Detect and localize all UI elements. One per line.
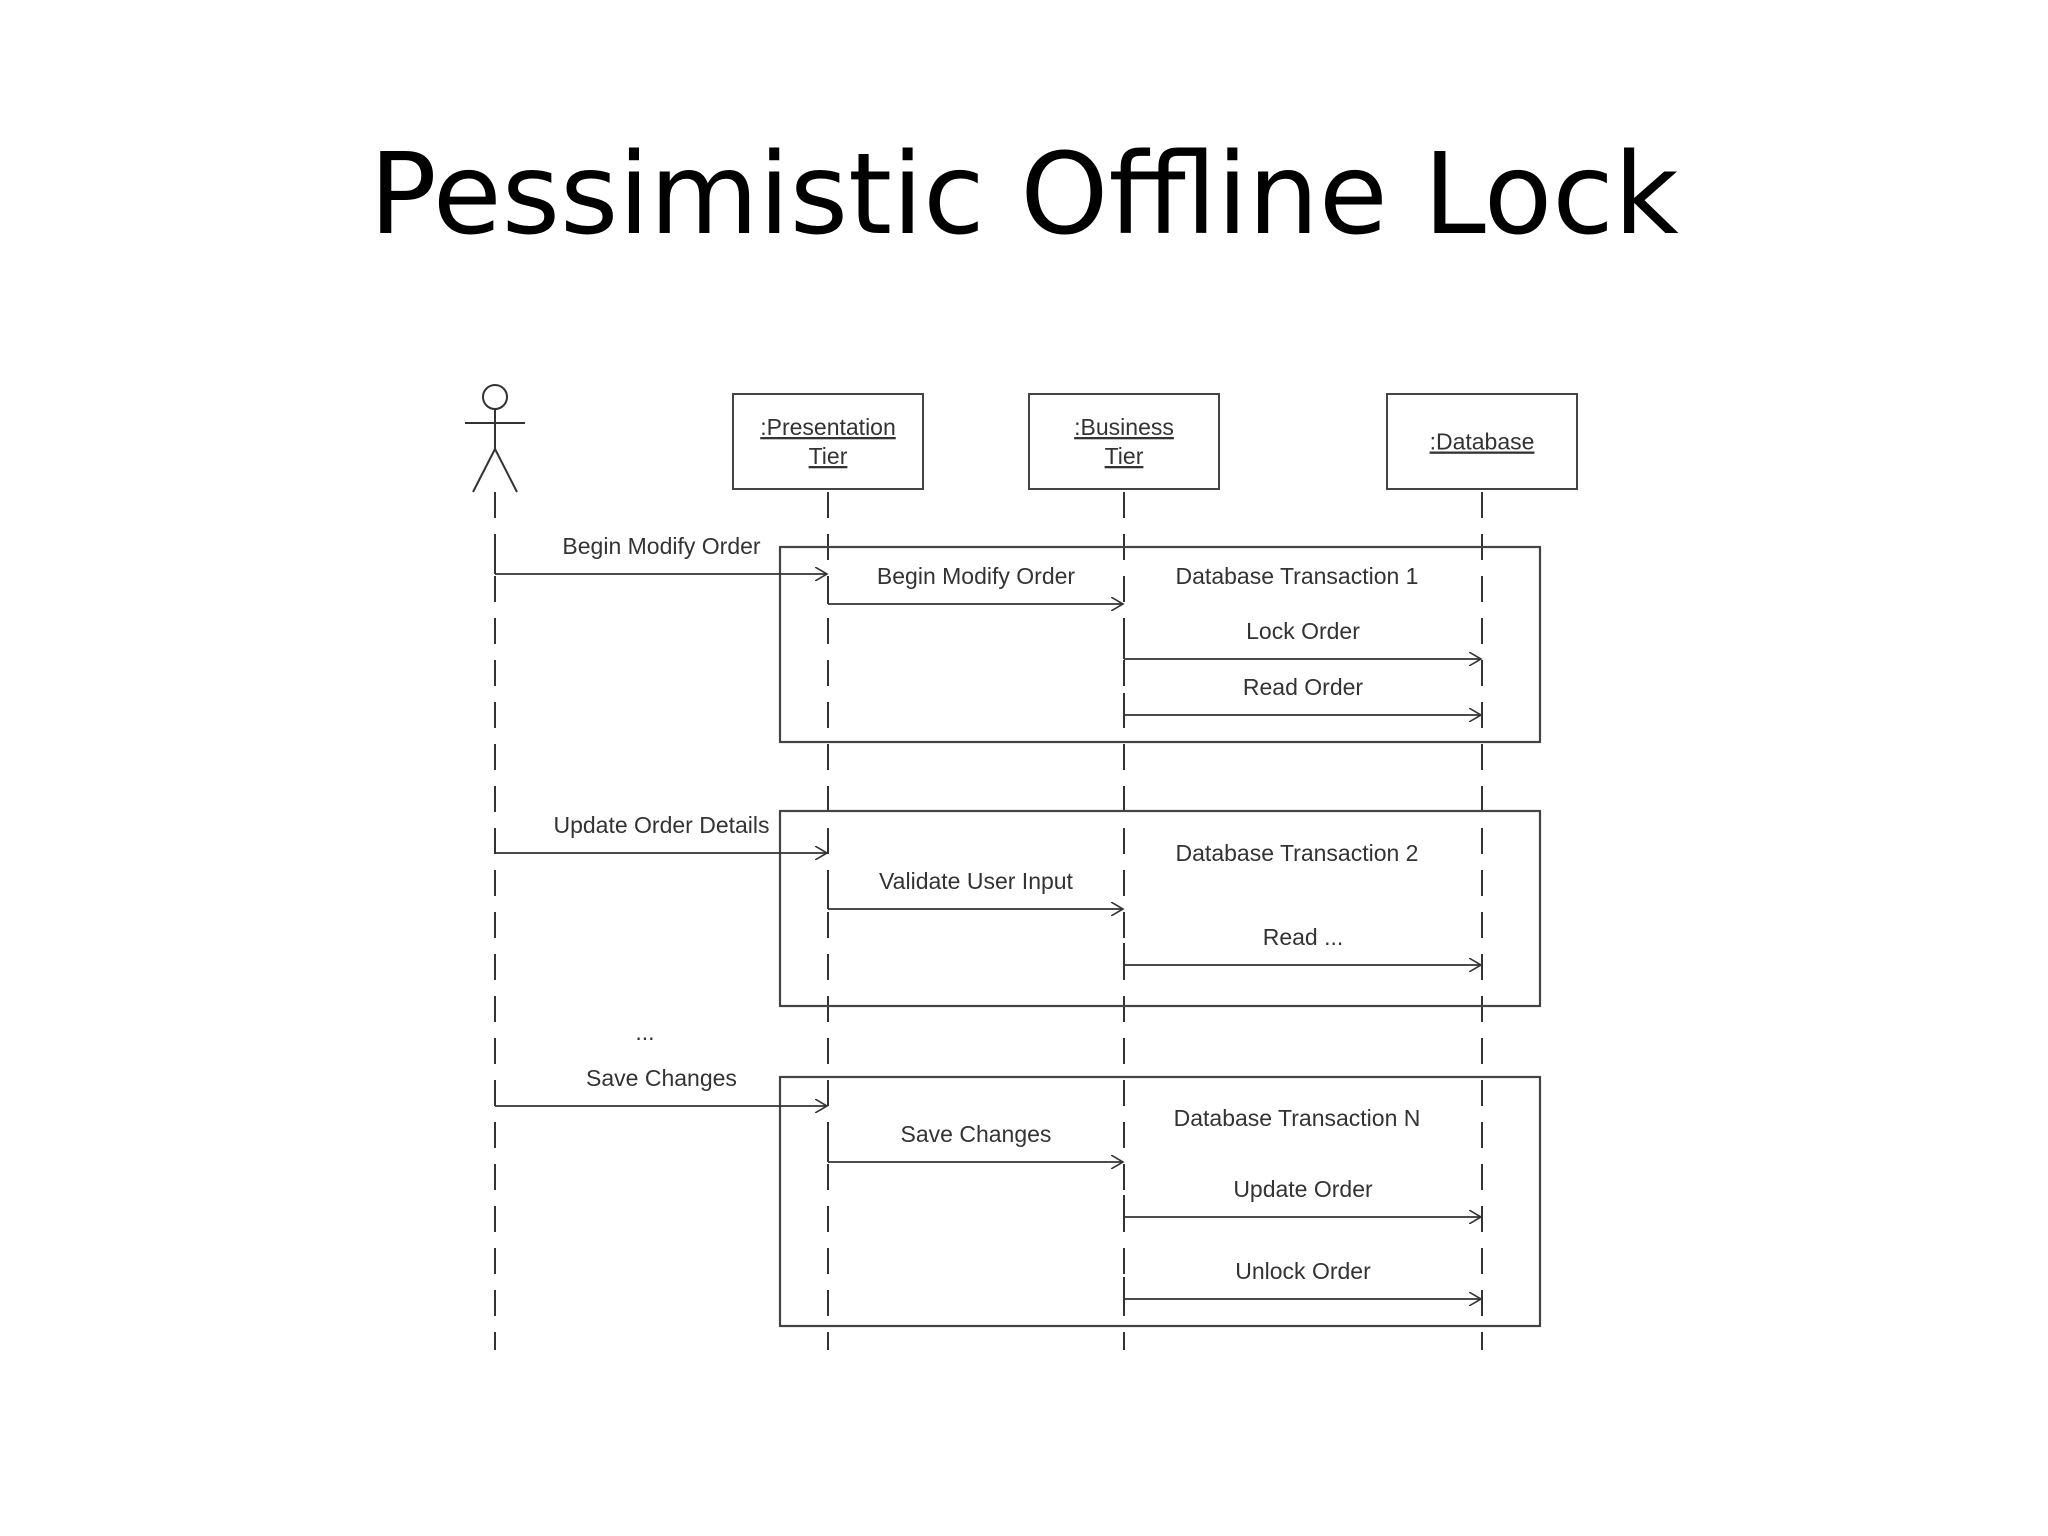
message-lock-order: Lock Order <box>1123 618 1481 659</box>
participant-label-business: Tier <box>1105 443 1144 469</box>
message-label: Read ... <box>1263 924 1344 950</box>
message-begin-modify-order: Begin Modify Order <box>827 563 1123 604</box>
fragment-3: Database Transaction N <box>778 1075 1542 1328</box>
participant-box-presentation <box>732 393 924 490</box>
message-update-order-details: Update Order Details <box>494 812 827 853</box>
ellipsis-label: ... <box>635 1019 654 1045</box>
fragment-label: Database Transaction N <box>1174 1105 1421 1131</box>
slide-title: Pessimistic Offline Lock <box>369 130 1679 260</box>
actor-head <box>482 384 508 410</box>
fragment-2: Database Transaction 2 <box>778 809 1542 1008</box>
participant-label-presentation: :Presentation <box>760 414 896 440</box>
message-read-order: Read Order <box>1123 674 1481 715</box>
message-update-order: Update Order <box>1123 1176 1481 1217</box>
message-read: Read ... <box>1123 924 1481 965</box>
message-begin-modify-order: Begin Modify Order <box>494 533 827 574</box>
fragment-frame <box>778 545 1542 744</box>
participant-label-database: :Database <box>1430 429 1535 455</box>
message-label: Update Order Details <box>553 812 769 838</box>
message-label: Read Order <box>1243 674 1364 700</box>
fragment-frame <box>778 809 1542 1008</box>
participant-box-business <box>1028 393 1220 490</box>
message-save-changes: Save Changes <box>494 1065 827 1106</box>
message-label: Lock Order <box>1246 618 1360 644</box>
actor-icon <box>465 384 525 493</box>
fragment-label: Database Transaction 1 <box>1176 563 1419 589</box>
fragment-label: Database Transaction 2 <box>1176 840 1419 866</box>
participant-database: :Database <box>1386 393 1578 490</box>
message-label: Validate User Input <box>879 868 1074 894</box>
actor-leg-left <box>472 448 496 493</box>
actor-leg-right <box>494 448 518 493</box>
fragment-frame <box>778 1075 1542 1328</box>
fragment-1: Database Transaction 1 <box>778 545 1542 744</box>
message-label: Save Changes <box>586 1065 737 1091</box>
message-validate-user-input: Validate User Input <box>827 868 1123 909</box>
message-label: Begin Modify Order <box>562 533 760 559</box>
participant-label-presentation: Tier <box>809 443 848 469</box>
message-label: Begin Modify Order <box>877 563 1075 589</box>
message-unlock-order: Unlock Order <box>1123 1258 1481 1299</box>
message-label: Update Order <box>1233 1176 1373 1202</box>
participant-box-database <box>1386 393 1578 490</box>
message-label: Unlock Order <box>1235 1258 1371 1284</box>
message-save-changes: Save Changes <box>827 1121 1123 1162</box>
message-label: Save Changes <box>901 1121 1052 1147</box>
participant-label-business: :Business <box>1074 414 1174 440</box>
